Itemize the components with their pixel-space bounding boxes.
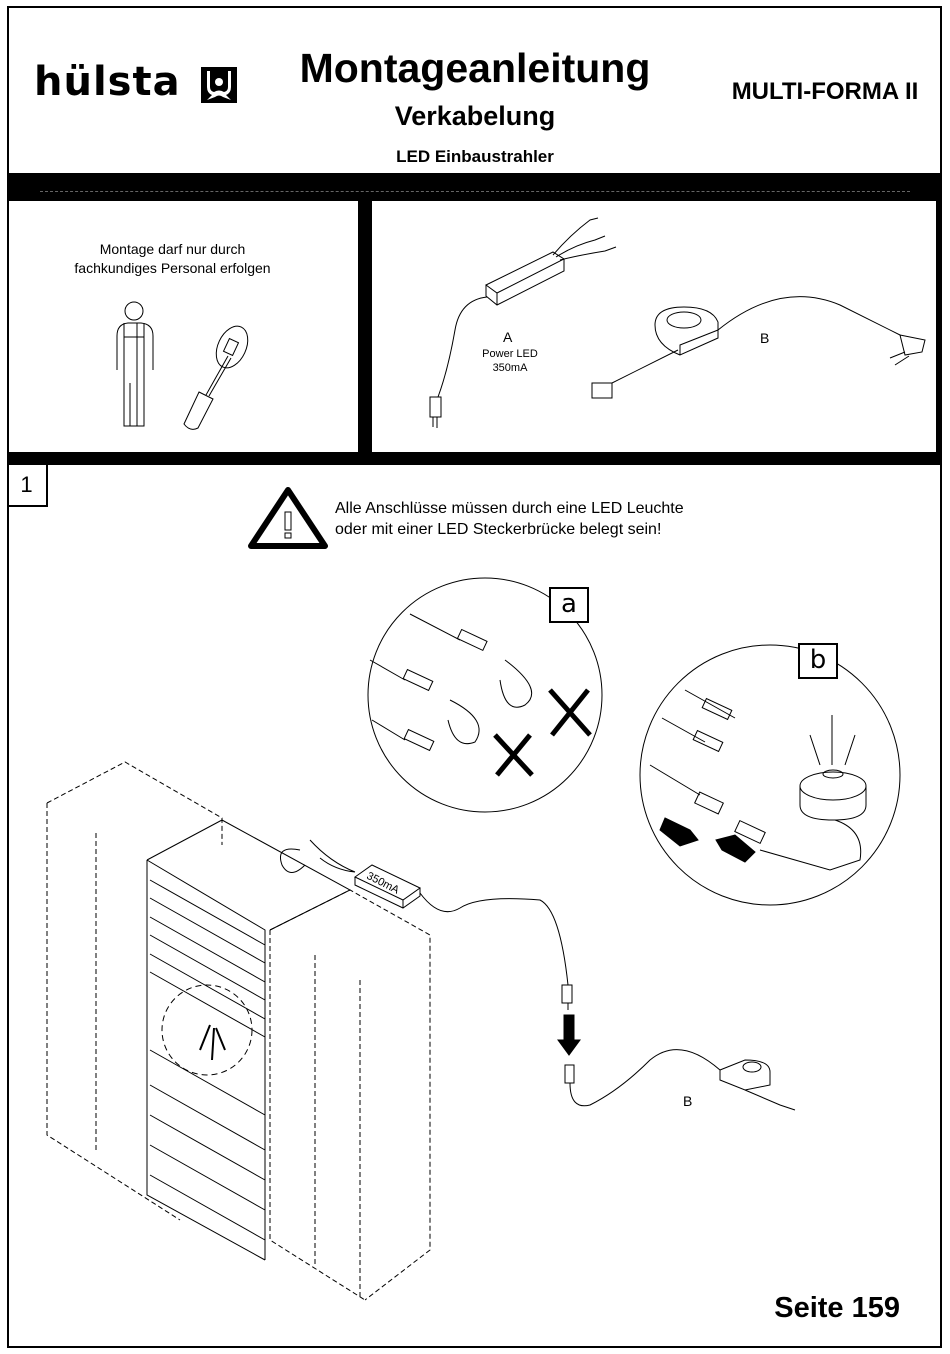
model-name: MULTI-FORMA II bbox=[720, 80, 930, 104]
section-divider bbox=[7, 452, 942, 465]
section-title: LED Einbaustrahler bbox=[270, 148, 680, 165]
right-border-band bbox=[936, 173, 942, 465]
header-divider bbox=[7, 173, 942, 201]
warning-line1: Alle Anschlüsse müssen durch eine LED Le… bbox=[335, 498, 684, 519]
warning-text: Alle Anschlüsse müssen durch eine LED Le… bbox=[335, 498, 684, 540]
page-number: Seite 159 bbox=[760, 1294, 900, 1323]
part-a-description: Power LED 350mA bbox=[470, 347, 550, 375]
brand-name: hülsta bbox=[34, 62, 181, 102]
page-title: Montageanleitung bbox=[270, 48, 680, 89]
callout-label-a: a bbox=[549, 587, 589, 623]
intro-divider bbox=[358, 201, 372, 452]
page-subtitle: Verkabelung bbox=[270, 103, 680, 130]
warning-line2: oder mit einer LED Steckerbrücke belegt … bbox=[335, 519, 684, 540]
step-part-b-label: B bbox=[683, 1093, 692, 1109]
part-b-label: B bbox=[760, 330, 769, 346]
step-number: 1 bbox=[7, 465, 48, 507]
huelsta-logo-icon bbox=[201, 67, 237, 103]
safety-note: Montage darf nur durch fachkundiges Pers… bbox=[40, 240, 305, 278]
part-a-desc-line1: Power LED bbox=[470, 347, 550, 361]
part-a-label: A bbox=[503, 329, 512, 345]
part-a-desc-line2: 350mA bbox=[470, 361, 550, 375]
safety-note-line2: fachkundiges Personal erfolgen bbox=[40, 259, 305, 278]
callout-label-b: b bbox=[798, 643, 838, 679]
divider-dash bbox=[40, 191, 910, 192]
safety-note-line1: Montage darf nur durch bbox=[40, 240, 305, 259]
